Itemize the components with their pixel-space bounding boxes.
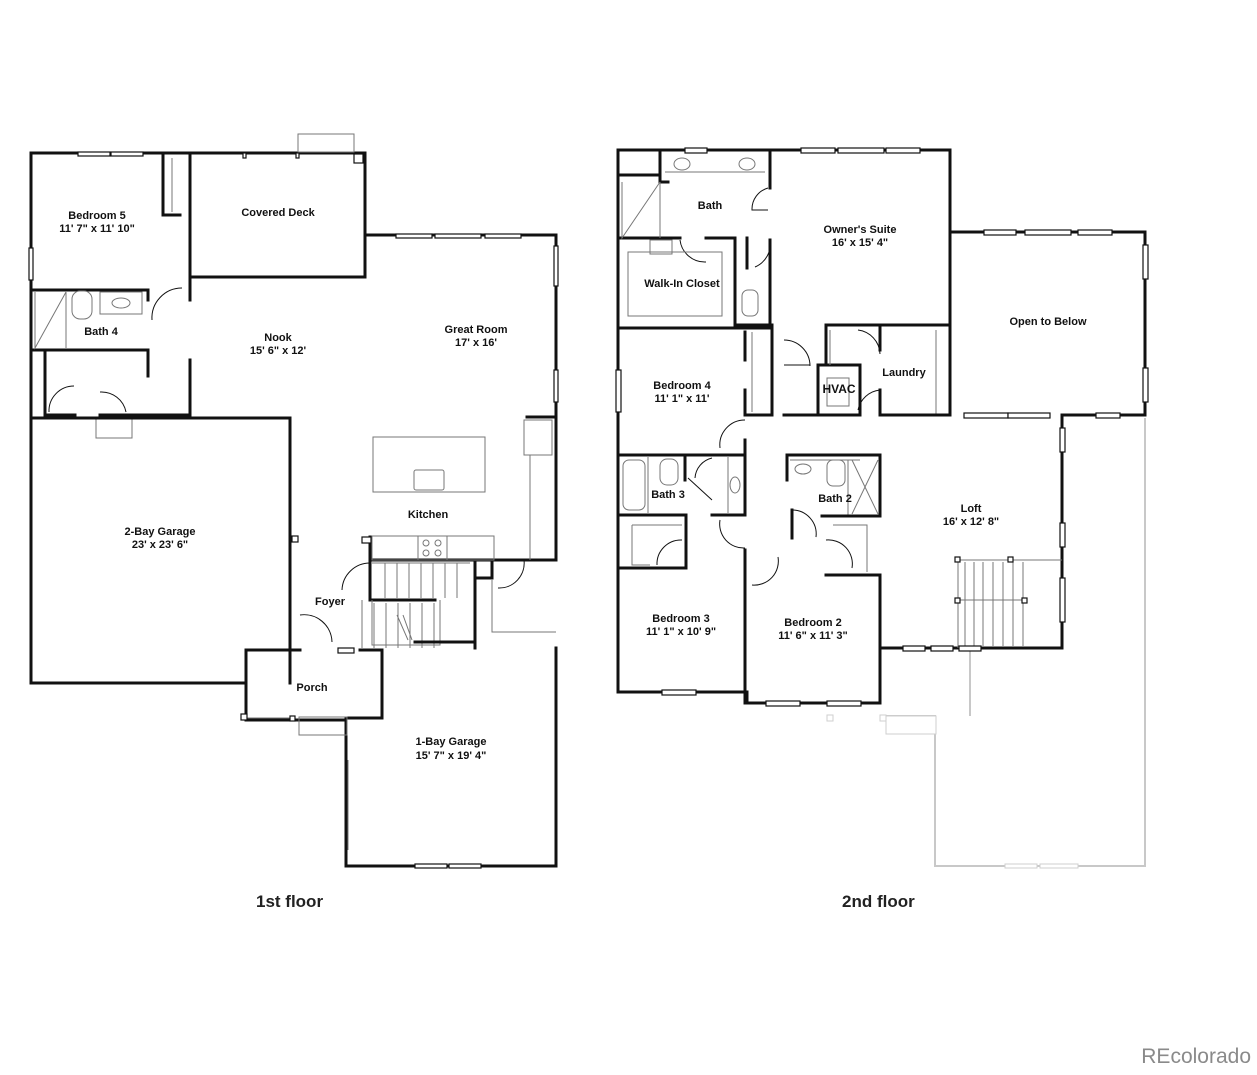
room-label-bedroom-2: Bedroom 2 (784, 617, 841, 629)
room-label-great-room: Great Room (445, 324, 508, 336)
room-label-walk-in-closet: Walk-In Closet (644, 278, 720, 290)
room-label-bedroom-5: Bedroom 5 (68, 210, 125, 222)
room-label-owners-suite: Owner's Suite (824, 224, 897, 236)
room-label-bath-4: Bath 4 (84, 326, 119, 338)
room-label-kitchen: Kitchen (408, 509, 449, 521)
room-dims-bedroom-3: 11' 1" x 10' 9" (646, 626, 716, 638)
room-label-covered-deck: Covered Deck (241, 207, 315, 219)
room-label-nook: Nook (264, 332, 292, 344)
room-label-loft: Loft (961, 503, 982, 515)
room-dims-2-bay-garage: 23' x 23' 6" (132, 539, 188, 551)
room-label-hvac: HVAC (822, 382, 855, 396)
room-dims-nook: 15' 6" x 12' (250, 345, 307, 357)
room-label-bedroom-3: Bedroom 3 (652, 613, 709, 625)
room-dims-bedroom-4: 11' 1" x 11' (654, 393, 709, 405)
room-dims-bedroom-5: 11' 7" x 11' 10" (59, 223, 135, 235)
watermark: REcolorado (1141, 1045, 1251, 1068)
room-label-owner-bath: Bath (698, 200, 723, 212)
room-label-2-bay-garage: 2-Bay Garage (125, 526, 196, 538)
room-dims-loft: 16' x 12' 8" (943, 516, 999, 528)
room-label-bedroom-4: Bedroom 4 (653, 380, 711, 392)
room-label-bath-3: Bath 3 (651, 489, 685, 501)
room-dims-owners-suite: 16' x 15' 4" (832, 237, 888, 249)
room-label-open-to-below: Open to Below (1010, 316, 1087, 328)
room-label-1-bay-garage: 1-Bay Garage (416, 736, 487, 748)
first-floor-plan (28, 133, 559, 869)
second-floor-label: 2nd floor (842, 892, 915, 911)
room-dims-great-room: 17' x 16' (455, 337, 497, 349)
room-label-porch: Porch (296, 682, 327, 694)
room-labels: Bedroom 5 11' 7" x 11' 10" Covered Deck … (59, 200, 1087, 762)
room-dims-1-bay-garage: 15' 7" x 19' 4" (416, 750, 487, 762)
second-floor-plan (615, 147, 1149, 869)
room-dims-bedroom-2: 11' 6" x 11' 3" (778, 630, 848, 642)
room-label-foyer: Foyer (315, 596, 346, 608)
first-floor-label: 1st floor (256, 892, 324, 911)
room-label-laundry: Laundry (882, 367, 926, 379)
room-label-bath-2: Bath 2 (818, 493, 852, 505)
